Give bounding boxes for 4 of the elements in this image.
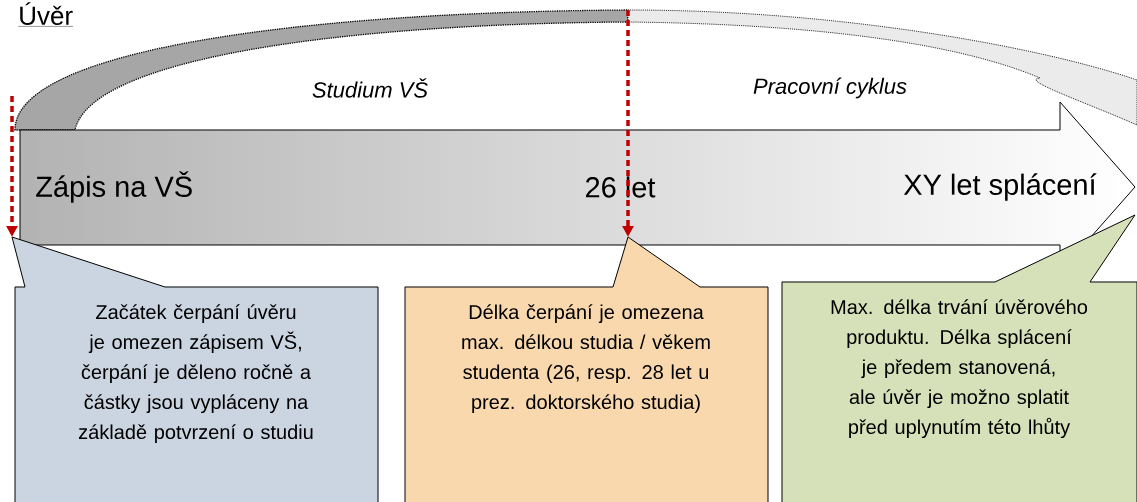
callout-box: Délka čerpání je omezena max. délkou studia / věkem studenta (26, resp. 28 let u prez. doktorského studia) (404, 236, 769, 502)
callout-box: Max. délka trvání úvěrového produktu. Délka splácení je předem stanovená, ale úvěr je možno splatit před uplynutím této lhůty (781, 214, 1137, 502)
callout-box: Začátek čerpání úvěru je omezen zápisem VŠ, čerpání je děleno ročně a částky jsou vypláceny na základě potvrzení o studiu (11, 236, 379, 502)
title: Úvěr (18, 2, 74, 27)
